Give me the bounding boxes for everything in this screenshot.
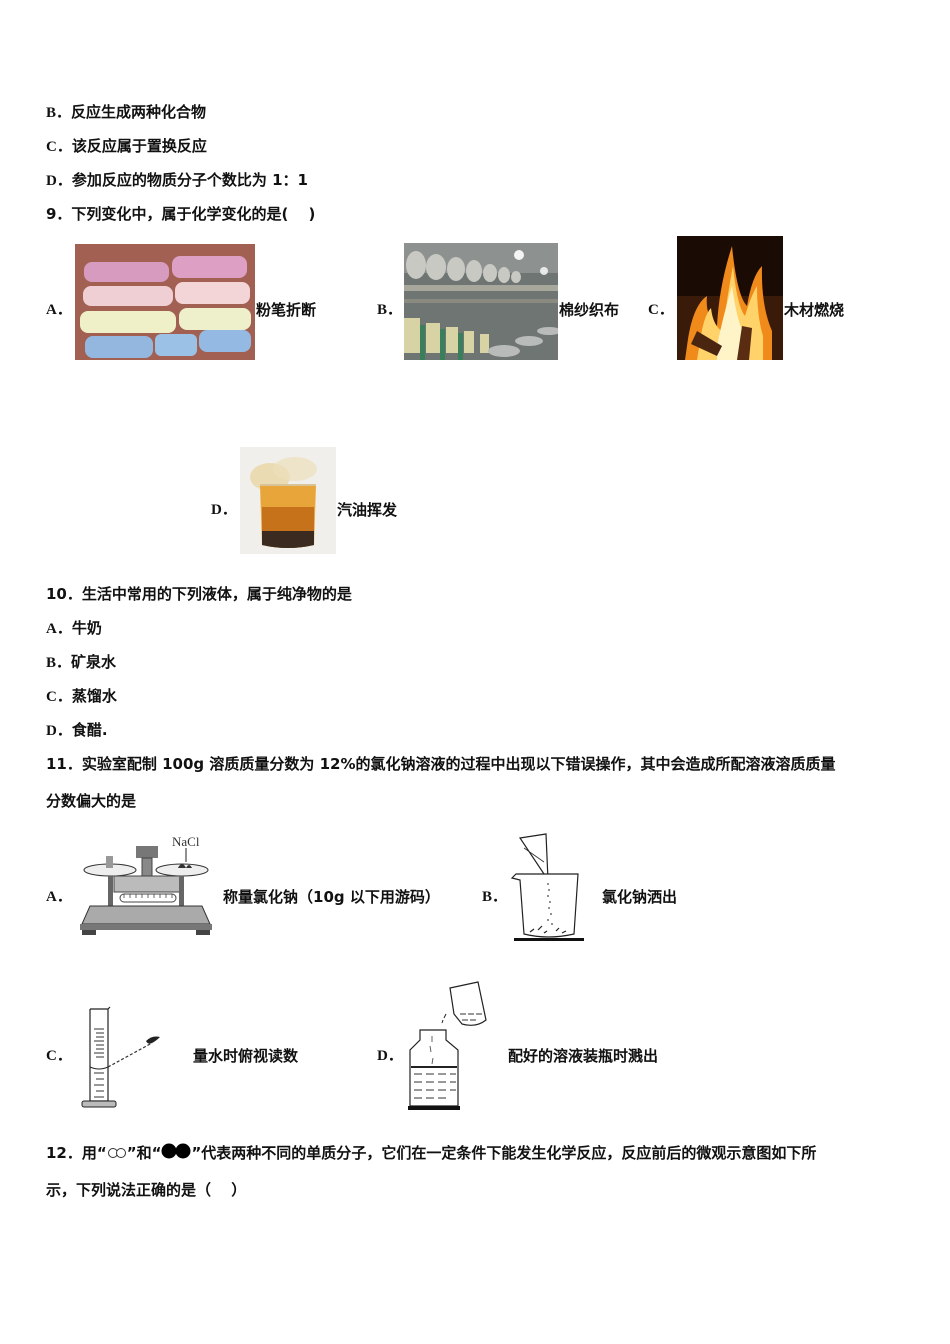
q11-option-b-caption: 氯化钠洒出 xyxy=(602,888,678,906)
q11-option-b-letter: B． xyxy=(482,889,508,905)
broken-chalk-photo xyxy=(75,244,255,360)
q9-stem: 9．下列变化中，属于化学变化的是( ) xyxy=(46,205,316,223)
q11-option-c-letter: C． xyxy=(46,1048,72,1064)
q10-option-c: C．蒸馏水 xyxy=(46,686,117,707)
q10-option-d: D．食醋. xyxy=(46,720,108,741)
q12-stem-mid: ”和“ xyxy=(126,1144,162,1162)
option-text: 参加反应的物质分子个数比为 1：1 xyxy=(71,171,308,189)
q11-option-d-letter: D． xyxy=(377,1048,403,1064)
q9-option-a-caption: 粉笔折断 xyxy=(256,301,317,319)
q8-option-c: C．该反应属于置换反应 xyxy=(46,136,207,157)
option-letter: B． xyxy=(46,105,72,121)
q11-stem-line1: 11．实验室配制 100g 溶质质量分数为 12%的氯化钠溶液的过程中出现以下错… xyxy=(46,755,836,773)
q11-option-d-caption: 配好的溶液装瓶时溅出 xyxy=(508,1047,659,1065)
pouring-nacl-into-beaker-diagram xyxy=(510,832,590,944)
option-letter: B． xyxy=(46,655,72,671)
burning-wood-photo xyxy=(677,236,783,360)
q8-option-d: D．参加反应的物质分子个数比为 1：1 xyxy=(46,170,308,191)
q10-stem: 10．生活中常用的下列液体，属于纯净物的是 xyxy=(46,585,352,603)
q9-option-c-letter: C． xyxy=(648,302,674,318)
nacl-label: NaCl xyxy=(172,834,200,849)
q8-option-b: B．反应生成两种化合物 xyxy=(46,102,206,123)
q9-option-c-caption: 木材燃烧 xyxy=(784,301,845,319)
option-text: 该反应属于置换反应 xyxy=(71,137,207,155)
option-letter: D． xyxy=(46,173,72,189)
q12-stem-line1: 12．用“ ”和“ ”代表两种不同的单质分子，它们在一定条件下能发生化学反应，反应前… xyxy=(46,1143,816,1164)
q11-option-a-letter: A． xyxy=(46,889,72,905)
option-letter: C． xyxy=(46,689,72,705)
black-diatomic-molecule-icon xyxy=(161,1143,191,1164)
q10-option-b: B．矿泉水 xyxy=(46,652,116,673)
option-letter: A． xyxy=(46,621,72,637)
cotton-spinning-machine-photo xyxy=(404,243,558,360)
pouring-solution-into-bottle-diagram xyxy=(406,980,492,1112)
q12-stem-post: ”代表两种不同的单质分子，它们在一定条件下能发生化学反应，反应前后的微观示意图如… xyxy=(191,1144,817,1162)
q9-option-b-letter: B． xyxy=(377,302,403,318)
q11-option-a-caption: 称量氯化钠（10g 以下用游码） xyxy=(223,888,440,906)
option-letter: D． xyxy=(46,723,72,739)
option-text: 食醋. xyxy=(71,721,108,739)
option-text: 反应生成两种化合物 xyxy=(71,103,207,121)
q9-option-d-letter: D． xyxy=(211,502,237,518)
q11-stem-line2: 分数偏大的是 xyxy=(46,792,137,810)
q9-option-b-caption: 棉纱织布 xyxy=(559,301,620,319)
white-diatomic-molecule-icon xyxy=(107,1144,127,1164)
q11-option-c-caption: 量水时俯视读数 xyxy=(193,1047,299,1065)
q9-option-a-letter: A． xyxy=(46,302,72,318)
graduated-cylinder-reading-diagram xyxy=(80,1005,170,1111)
option-text: 矿泉水 xyxy=(71,653,117,671)
q12-stem-pre: 12．用“ xyxy=(46,1144,107,1162)
q9-option-d-caption: 汽油挥发 xyxy=(337,501,398,519)
option-letter: C． xyxy=(46,139,72,155)
q12-stem-line2: 示，下列说法正确的是（ ） xyxy=(46,1181,247,1199)
q10-option-a: A．牛奶 xyxy=(46,618,102,639)
option-text: 蒸馏水 xyxy=(71,687,117,705)
balance-scale-diagram: NaCl xyxy=(78,832,214,938)
option-text: 牛奶 xyxy=(71,619,102,637)
gasoline-beaker-photo xyxy=(240,447,336,554)
